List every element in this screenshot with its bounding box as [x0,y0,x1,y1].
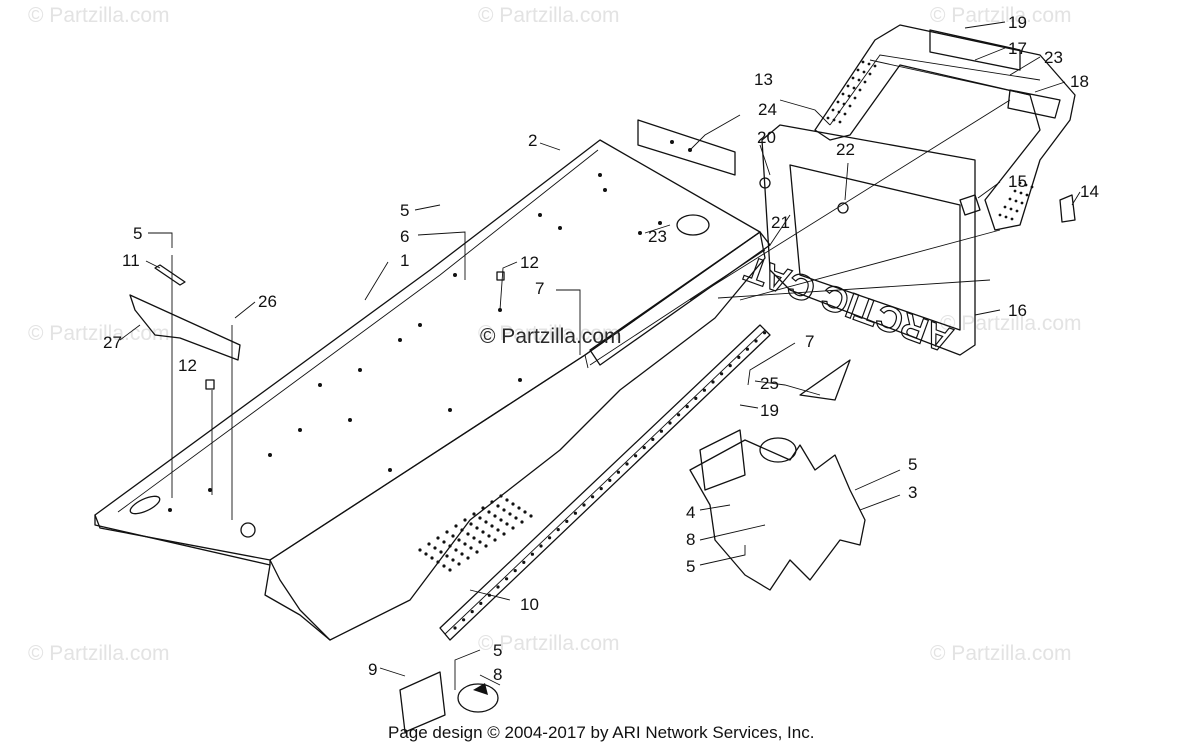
callout-label: 19 [760,401,779,420]
footer-credit: Page design © 2004-2017 by ARI Network S… [388,723,814,742]
plate-9 [399,671,446,733]
wedge-25 [799,359,851,401]
callout-label: 1 [400,251,409,270]
callout-label: 27 [103,333,122,352]
callout-label: 8 [493,665,502,684]
callout-label: 14 [1080,182,1099,201]
callout-label: 20 [757,128,776,147]
rail-strip [439,324,771,641]
watermark: © Partzilla.com [28,322,170,345]
tunnel-top [94,139,761,561]
watermark: © Partzilla.com [930,642,1072,665]
tunnel-perforations [418,494,533,572]
callout-label: 16 [1008,301,1027,320]
callout-label: 23 [648,227,667,246]
callout-label: 24 [758,100,777,119]
watermark: © Partzilla.com [28,4,170,27]
snow-flap: ARCTIC CAT [739,124,976,362]
callout-label: 25 [760,374,779,393]
rear-bumper [814,24,1076,231]
callout-label: 12 [520,253,539,272]
tunnel-holes [168,173,662,512]
callout-label: 15 [1008,172,1027,191]
callout-label: 13 [754,70,773,89]
callout-label: 5 [400,201,409,220]
callout-label: 19 [1008,13,1027,32]
callout-label: 12 [178,356,197,375]
watermark: © Partzilla.com [478,322,620,345]
callout-label: 7 [535,279,544,298]
bracket-4 [699,429,746,491]
watermarks: © Partzilla.com © Partzilla.com © Partzi… [28,4,1082,665]
watermark: © Partzilla.com [930,4,1072,27]
bracket-27 [129,294,241,361]
callout-label: 18 [1070,72,1089,91]
callout-label: 17 [1008,39,1027,58]
watermark: © Partzilla.com [478,4,620,27]
callout-label: 9 [368,660,377,679]
callout-label: 3 [908,483,917,502]
watermark: © Partzilla.com [28,642,170,665]
callout-label: 26 [258,292,277,311]
tunnel-assembly [94,139,771,641]
watermark: © Partzilla.com [478,632,620,655]
callout-label: 23 [1044,48,1063,67]
center-watermark: © Partzilla.com [480,325,622,348]
callout-label: 10 [520,595,539,614]
callout-label: 4 [686,503,695,522]
callout-label: 8 [686,530,695,549]
plate-24 [637,119,736,176]
leader-lines [119,21,1081,690]
guard-3 [689,439,866,591]
callout-label: 5 [908,455,917,474]
callout-label: 5 [493,641,502,660]
callout-label: 11 [122,251,140,270]
callout-label: 6 [400,227,409,246]
callout-label: 7 [805,332,814,351]
small-parts [129,119,1076,733]
tunnel-side [269,231,766,641]
callout-label: 21 [771,213,790,232]
callouts: 1 2 3 4 5 5 5 5 5 6 7 7 8 8 9 10 11 12 1… [103,13,1099,684]
flap-text: ARCTIC CAT [740,248,958,361]
callout-label: 5 [686,557,695,576]
callout-label: 5 [133,224,142,243]
callout-label: 22 [836,140,855,159]
callout-label: 2 [528,131,537,150]
